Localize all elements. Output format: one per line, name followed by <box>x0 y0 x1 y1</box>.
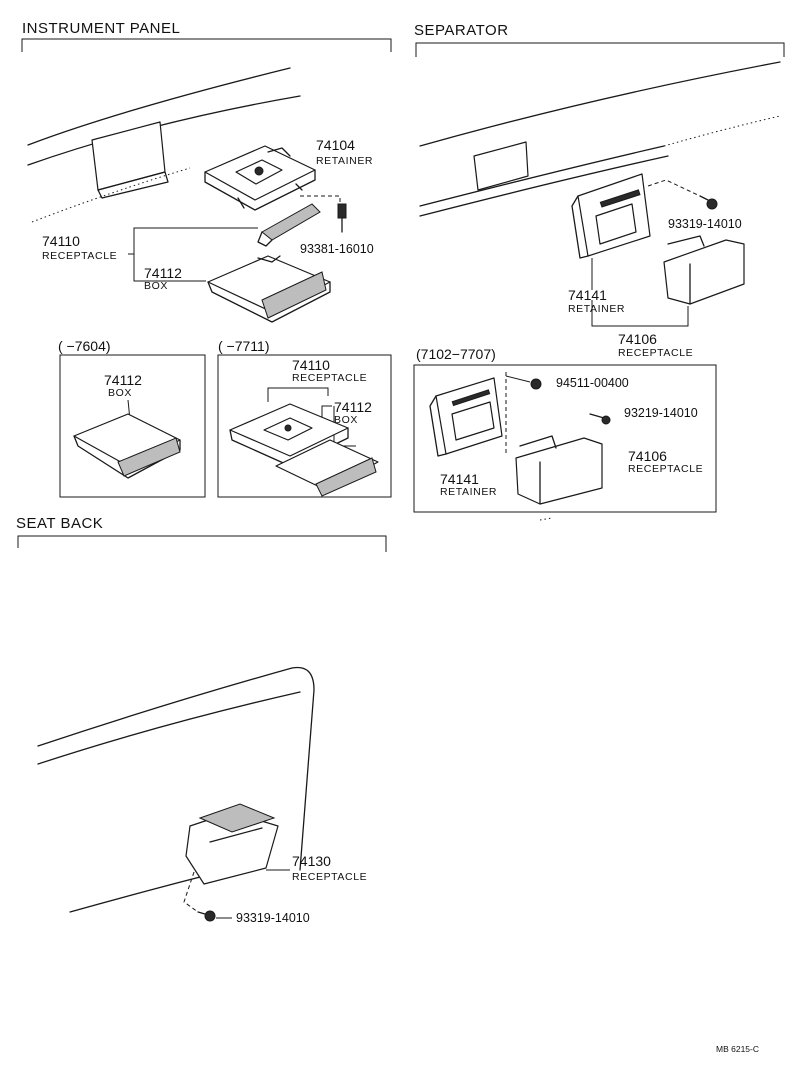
seat-back-section: SEAT BACK 74130 RECEPTACLE 93319-14010 <box>16 515 387 925</box>
part-code: 93319-14010 <box>668 217 742 231</box>
box-variant-b <box>275 439 379 491</box>
part-label: BOX <box>144 280 168 292</box>
part-number: 74106 <box>618 331 657 347</box>
part-code: 93219-14010 <box>624 406 698 420</box>
receptacle-hook <box>257 231 273 247</box>
part-label: BOX <box>334 414 358 426</box>
screw-leader <box>647 179 701 197</box>
screw-93319-seat-icon <box>204 910 216 922</box>
section-title-seat-back: SEAT BACK <box>16 515 103 532</box>
part-label: RECEPTACLE <box>292 372 367 384</box>
dash-top-edge <box>27 67 291 146</box>
receptacle-hole <box>284 424 292 432</box>
bolt-93381-icon <box>337 203 347 219</box>
part-number: 74130 <box>292 853 331 869</box>
part-number: 74141 <box>568 287 607 303</box>
part-label: RETAINER <box>316 155 373 167</box>
screw-shank <box>197 911 206 915</box>
dash-opening-lip <box>97 171 169 199</box>
part-number: 74104 <box>316 137 355 153</box>
separator-window <box>473 141 529 191</box>
part-code: 93381-16010 <box>300 242 374 256</box>
section-bracket <box>17 535 387 552</box>
box-variant-b-front <box>315 457 377 497</box>
callout-leader <box>267 387 329 402</box>
section-bracket <box>21 38 392 52</box>
part-number: 74106 <box>628 448 667 464</box>
variant-box-b <box>217 354 392 498</box>
part-code: 93319-14010 <box>236 911 310 925</box>
part-label: RECEPTACLE <box>292 871 367 883</box>
separator-top-edge <box>419 61 781 147</box>
screw-leader <box>183 871 199 913</box>
retainer-74141-side <box>571 195 589 259</box>
variant-box-separator <box>413 364 717 513</box>
retainer-variant-side <box>429 395 447 457</box>
variant-range: ( −7604) <box>58 338 111 354</box>
screw-93319-icon <box>706 198 718 210</box>
section-title-instrument-panel: INSTRUMENT PANEL <box>22 20 180 37</box>
part-label: RETAINER <box>440 486 497 498</box>
variant-range: ( −7711) <box>218 338 270 354</box>
retainer-tab <box>267 147 291 157</box>
box-variant-a-side <box>73 435 181 479</box>
retainer-hole <box>254 166 264 176</box>
screw-variant-shank <box>589 413 605 419</box>
separator-mid-line <box>419 145 665 207</box>
part-number: 74112 <box>334 399 372 415</box>
receptacle-74106 <box>663 239 745 305</box>
separator-mid-line-2 <box>419 155 669 217</box>
dash-opening <box>91 121 166 191</box>
callout-leader <box>591 258 689 327</box>
part-number: 74112 <box>144 265 182 281</box>
variant-range: (7102−7707) <box>416 346 496 362</box>
receptacle-74106-variant <box>515 437 603 505</box>
part-number: 74141 <box>440 471 479 487</box>
variant-box-a <box>59 354 206 498</box>
retainer-variant-slot <box>451 389 491 407</box>
nut-link <box>505 375 531 383</box>
receptacle-variant-lid <box>519 435 557 449</box>
diagram-code: MB 6215-C <box>716 1044 759 1054</box>
instrument-panel-section: INSTRUMENT PANEL 74104 RETAINER 93381-16… <box>21 20 392 498</box>
retainer-74104-side <box>204 169 316 211</box>
box-variant-a-front <box>117 437 181 477</box>
screw-shank <box>699 195 709 201</box>
part-label: RECEPTACLE <box>628 463 703 475</box>
box-74112-side <box>207 281 331 323</box>
retainer-variant-opening <box>451 401 495 441</box>
separator-mid-dots <box>663 115 781 147</box>
retainer-clips <box>237 183 303 209</box>
box-74112-front <box>261 271 327 319</box>
receptacle-74110 <box>261 203 321 241</box>
part-label: RECEPTACLE <box>42 250 117 262</box>
section-title-separator: SEPARATOR <box>414 22 509 39</box>
part-number: 74112 <box>104 372 142 388</box>
receptacle-74130-crease <box>209 827 263 843</box>
part-code: 94511-00400 <box>556 376 629 390</box>
receptacle-74106-lid <box>667 235 705 247</box>
seat-back-top-edge <box>37 666 315 871</box>
section-bracket <box>415 42 785 57</box>
retainer-slot <box>599 189 641 208</box>
retainer-74141-opening <box>595 203 637 245</box>
nut-94511-icon <box>530 378 542 390</box>
separator-section: SEPARATOR 93319-14010 74141 RETAINER 741… <box>413 22 785 521</box>
separator-trail-dots <box>539 517 553 521</box>
part-number: 74110 <box>292 357 330 373</box>
callout-leader <box>128 227 258 282</box>
screw-93219-icon <box>601 415 611 425</box>
dash-lower-edge <box>31 167 191 223</box>
part-label: RETAINER <box>568 303 625 315</box>
seat-back-inner-line <box>37 691 301 765</box>
part-label: BOX <box>108 387 132 399</box>
part-number: 74110 <box>42 233 80 249</box>
part-label: RECEPTACLE <box>618 347 693 359</box>
bolt-leader <box>300 195 341 204</box>
receptacle-74130-top <box>198 803 276 833</box>
box-74112-tab <box>257 255 281 263</box>
